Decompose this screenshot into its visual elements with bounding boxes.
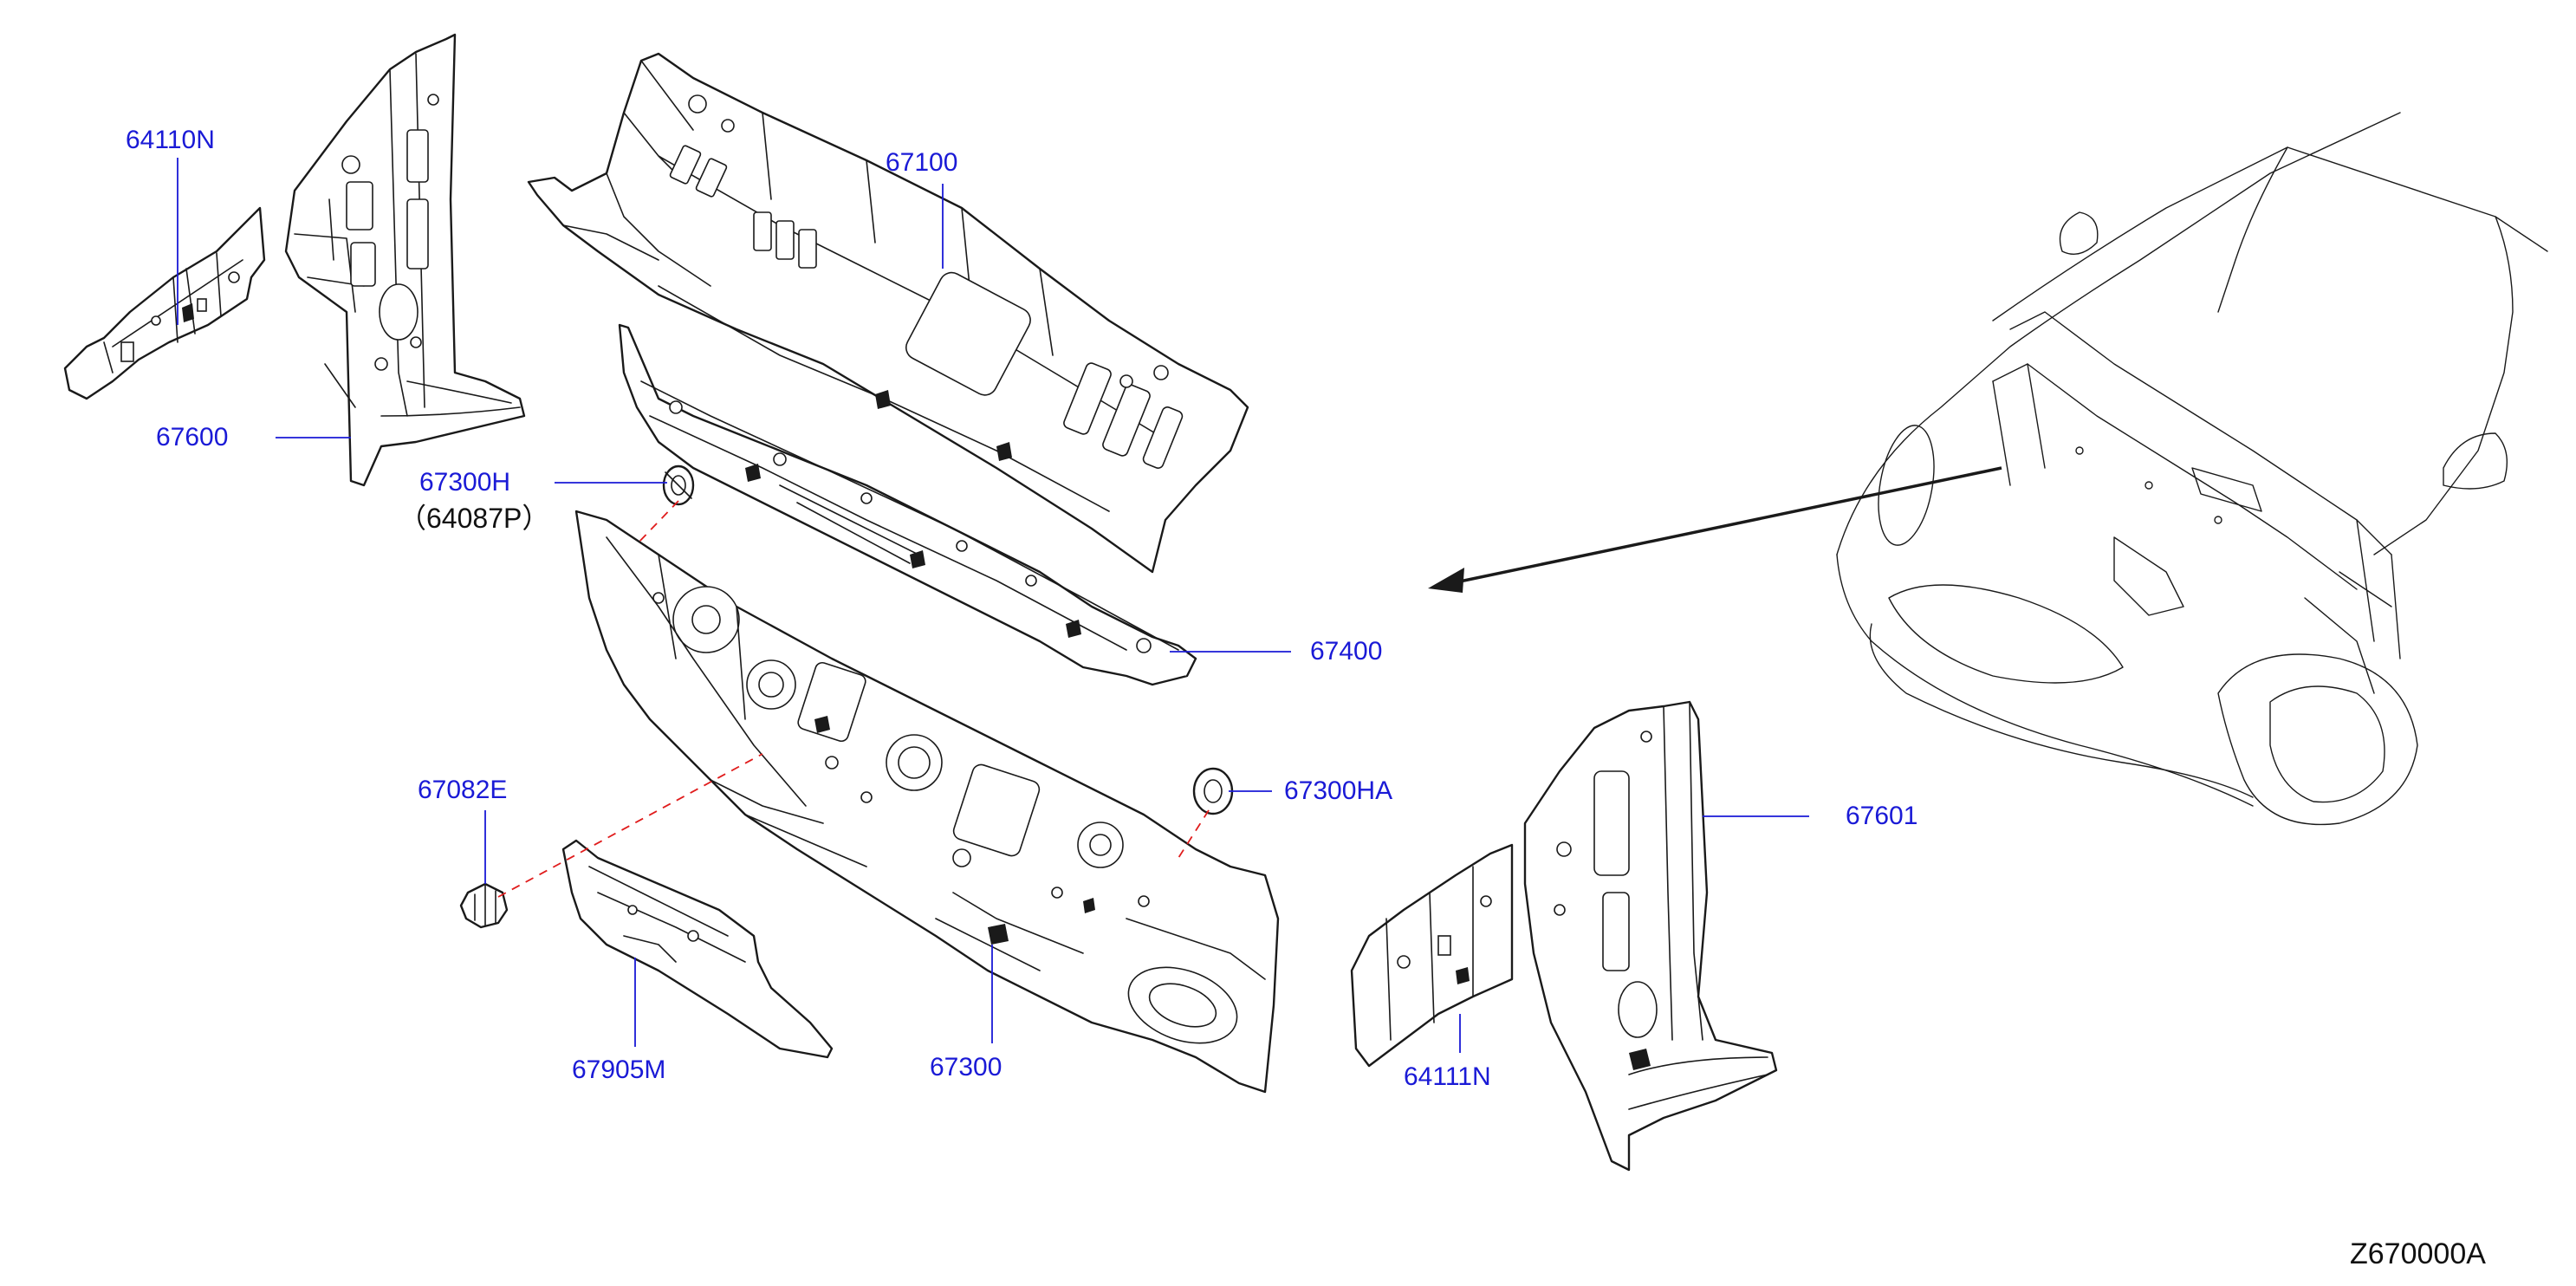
part-64111N-drawing (1350, 843, 1514, 1068)
vehicle-reference-view (1836, 112, 2548, 826)
part-67082E-drawing (459, 882, 509, 929)
callout-67400[interactable]: 67400 (1310, 637, 1383, 666)
callout-67601[interactable]: 67601 (1846, 802, 1918, 830)
callout-leaders (177, 158, 1809, 1053)
part-67300HA-drawing (1192, 767, 1234, 815)
callout-67300H[interactable]: 67300H (419, 468, 511, 497)
part-67100-drawing (527, 52, 1249, 574)
diagram-code: Z670000A (2350, 1237, 2486, 1270)
callout-67300[interactable]: 67300 (930, 1053, 1002, 1081)
callout-67082E[interactable]: 67082E (418, 776, 508, 804)
callout-67600[interactable]: 67600 (156, 423, 229, 451)
part-67601-drawing (1523, 700, 1778, 1172)
part-67905M-drawing (561, 839, 834, 1059)
part-67600-drawing (284, 33, 526, 487)
reference-arrow (1428, 466, 2002, 593)
callout-64111N[interactable]: 64111N (1404, 1062, 1491, 1091)
callout-67905M[interactable]: 67905M (572, 1055, 666, 1084)
part-67300H-drawing (662, 464, 695, 506)
assembly-guides (497, 500, 1210, 898)
callout-67300HA[interactable]: 67300HA (1284, 776, 1393, 805)
part-67300-drawing (574, 510, 1280, 1094)
callout-67100[interactable]: 67100 (886, 148, 958, 177)
callout-64110N[interactable]: 64110N (126, 126, 215, 154)
part-67400-drawing (618, 323, 1197, 686)
part-64110N-drawing (63, 206, 266, 400)
callout-64087P: （64087P） (399, 503, 550, 534)
